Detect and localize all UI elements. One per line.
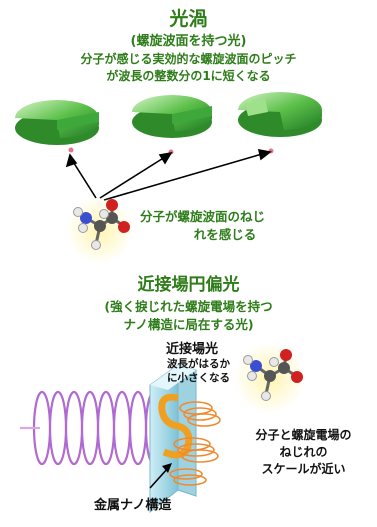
circular-polarized-light-helix (20, 390, 164, 466)
nearfield-helix (169, 401, 221, 486)
molecule-caption-line2: れを感じる (193, 227, 257, 242)
section1-desc-line1: 分子が感じる実効的な螺旋波面のピッチ (80, 52, 297, 66)
metal-nanostructure-label: 金属ナノ構造 (94, 498, 172, 513)
helical-wavefront-1 (15, 100, 99, 145)
nearfield-label: 近接場光 (166, 342, 219, 357)
section1-desc-line2: が波長の整数分の1に短くなる (106, 69, 271, 83)
nearfield-note-line1: 波長がはるか (167, 358, 230, 370)
interaction-arrows (65, 148, 272, 201)
molecule-caption-line1: 分子が螺旋波面のねじ (140, 209, 266, 224)
molecule-icon-2 (234, 342, 306, 414)
helical-wavefront-2 (132, 95, 212, 138)
section2-title: 近接場円偏光 (137, 275, 240, 295)
scale-caption-line1: 分子と螺旋電場の (255, 428, 352, 442)
scale-caption-line3: スケールが近い (261, 462, 346, 476)
metal-label-arrow (149, 463, 172, 489)
nearfield-note-line2: に小さくなる (167, 372, 230, 384)
section2-subtitle-line1: (強く捩じれた螺旋電場を持つ (104, 299, 273, 314)
scale-caption-line2: ねじれの (279, 445, 328, 459)
helical-wavefront-3 (238, 92, 322, 137)
section2-subtitle-line2: ナノ構造に局在する光) (123, 317, 254, 332)
section1-title: 光渦 (169, 8, 208, 30)
molecule-icon-1 (66, 196, 134, 264)
section1-subtitle: (螺旋波面を持つ光) (130, 34, 247, 49)
focus-dot-1 (68, 147, 74, 153)
